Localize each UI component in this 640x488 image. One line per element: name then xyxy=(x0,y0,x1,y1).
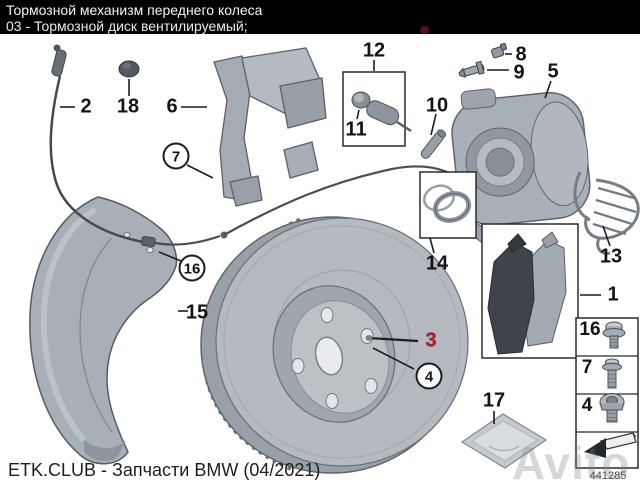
callout-1: 1 xyxy=(607,283,619,306)
callout-6: 6 xyxy=(166,95,178,118)
callout-5: 5 xyxy=(547,60,559,83)
diagram-header: Тормозной механизм переднего колеса 03 -… xyxy=(0,0,640,34)
callout-10: 10 xyxy=(425,94,449,117)
diagram-number: 441285 xyxy=(589,470,627,482)
callout-13: 13 xyxy=(599,245,623,268)
callout-lines xyxy=(60,53,611,424)
guide-sleeve xyxy=(366,100,400,126)
callout-4-circled: 4 xyxy=(415,362,443,390)
disc-set-screw-icon xyxy=(599,393,625,423)
diagram-canvas xyxy=(29,42,640,474)
page-title: Тормозной механизм переднего колеса xyxy=(6,2,263,18)
callout-2: 2 xyxy=(80,95,92,118)
footer-credit: ETK.CLUB - Запчасти BMW (04/2021) xyxy=(8,460,321,480)
callout-14: 14 xyxy=(425,252,449,275)
table-callout-16: 16 xyxy=(579,319,601,340)
grease-packet xyxy=(460,413,548,469)
wheel-bolt xyxy=(365,335,373,341)
dust-shield xyxy=(29,196,178,465)
center-bore xyxy=(314,336,344,376)
callout-9: 9 xyxy=(513,61,525,84)
callout-18: 18 xyxy=(116,95,140,118)
callout-3-highlighted: 3 xyxy=(425,329,437,352)
direction-arrow-icon xyxy=(584,432,637,458)
guide-bush-kit-box xyxy=(342,71,412,147)
bleeder-cap xyxy=(491,42,508,59)
retaining-spring xyxy=(573,171,640,255)
flange-bolt-icon xyxy=(602,321,626,349)
table-callout-4: 4 xyxy=(581,395,593,416)
bleeder-valve xyxy=(458,60,485,78)
callout-7-circled: 7 xyxy=(162,142,190,170)
wear-sensor xyxy=(49,44,156,248)
callout-16-circled: 16 xyxy=(178,254,206,282)
brake-caliper xyxy=(451,88,591,247)
callout-8: 8 xyxy=(515,43,527,66)
fastener-table xyxy=(575,317,639,469)
callout-15: 15 xyxy=(185,301,209,324)
avito-watermark: Avito xyxy=(512,437,631,488)
red-mark xyxy=(420,26,429,34)
callout-17: 17 xyxy=(482,389,506,412)
sensor-grommet xyxy=(118,60,140,78)
carrier-bolt-icon xyxy=(602,358,622,389)
caliper-carrier xyxy=(213,47,327,207)
callout-11: 11 xyxy=(345,118,367,141)
shield-bolt-hole xyxy=(146,246,154,254)
page-subtitle: 03 - Тормозной диск вентилируемый; xyxy=(6,18,248,34)
seal-kit-box xyxy=(419,171,477,239)
table-callout-7: 7 xyxy=(581,357,593,378)
callout-12: 12 xyxy=(362,39,386,62)
guide-pin xyxy=(420,129,447,159)
brake-pads-box xyxy=(481,223,579,359)
wheel-bolt-holes xyxy=(291,307,378,409)
brake-disc xyxy=(200,216,469,474)
